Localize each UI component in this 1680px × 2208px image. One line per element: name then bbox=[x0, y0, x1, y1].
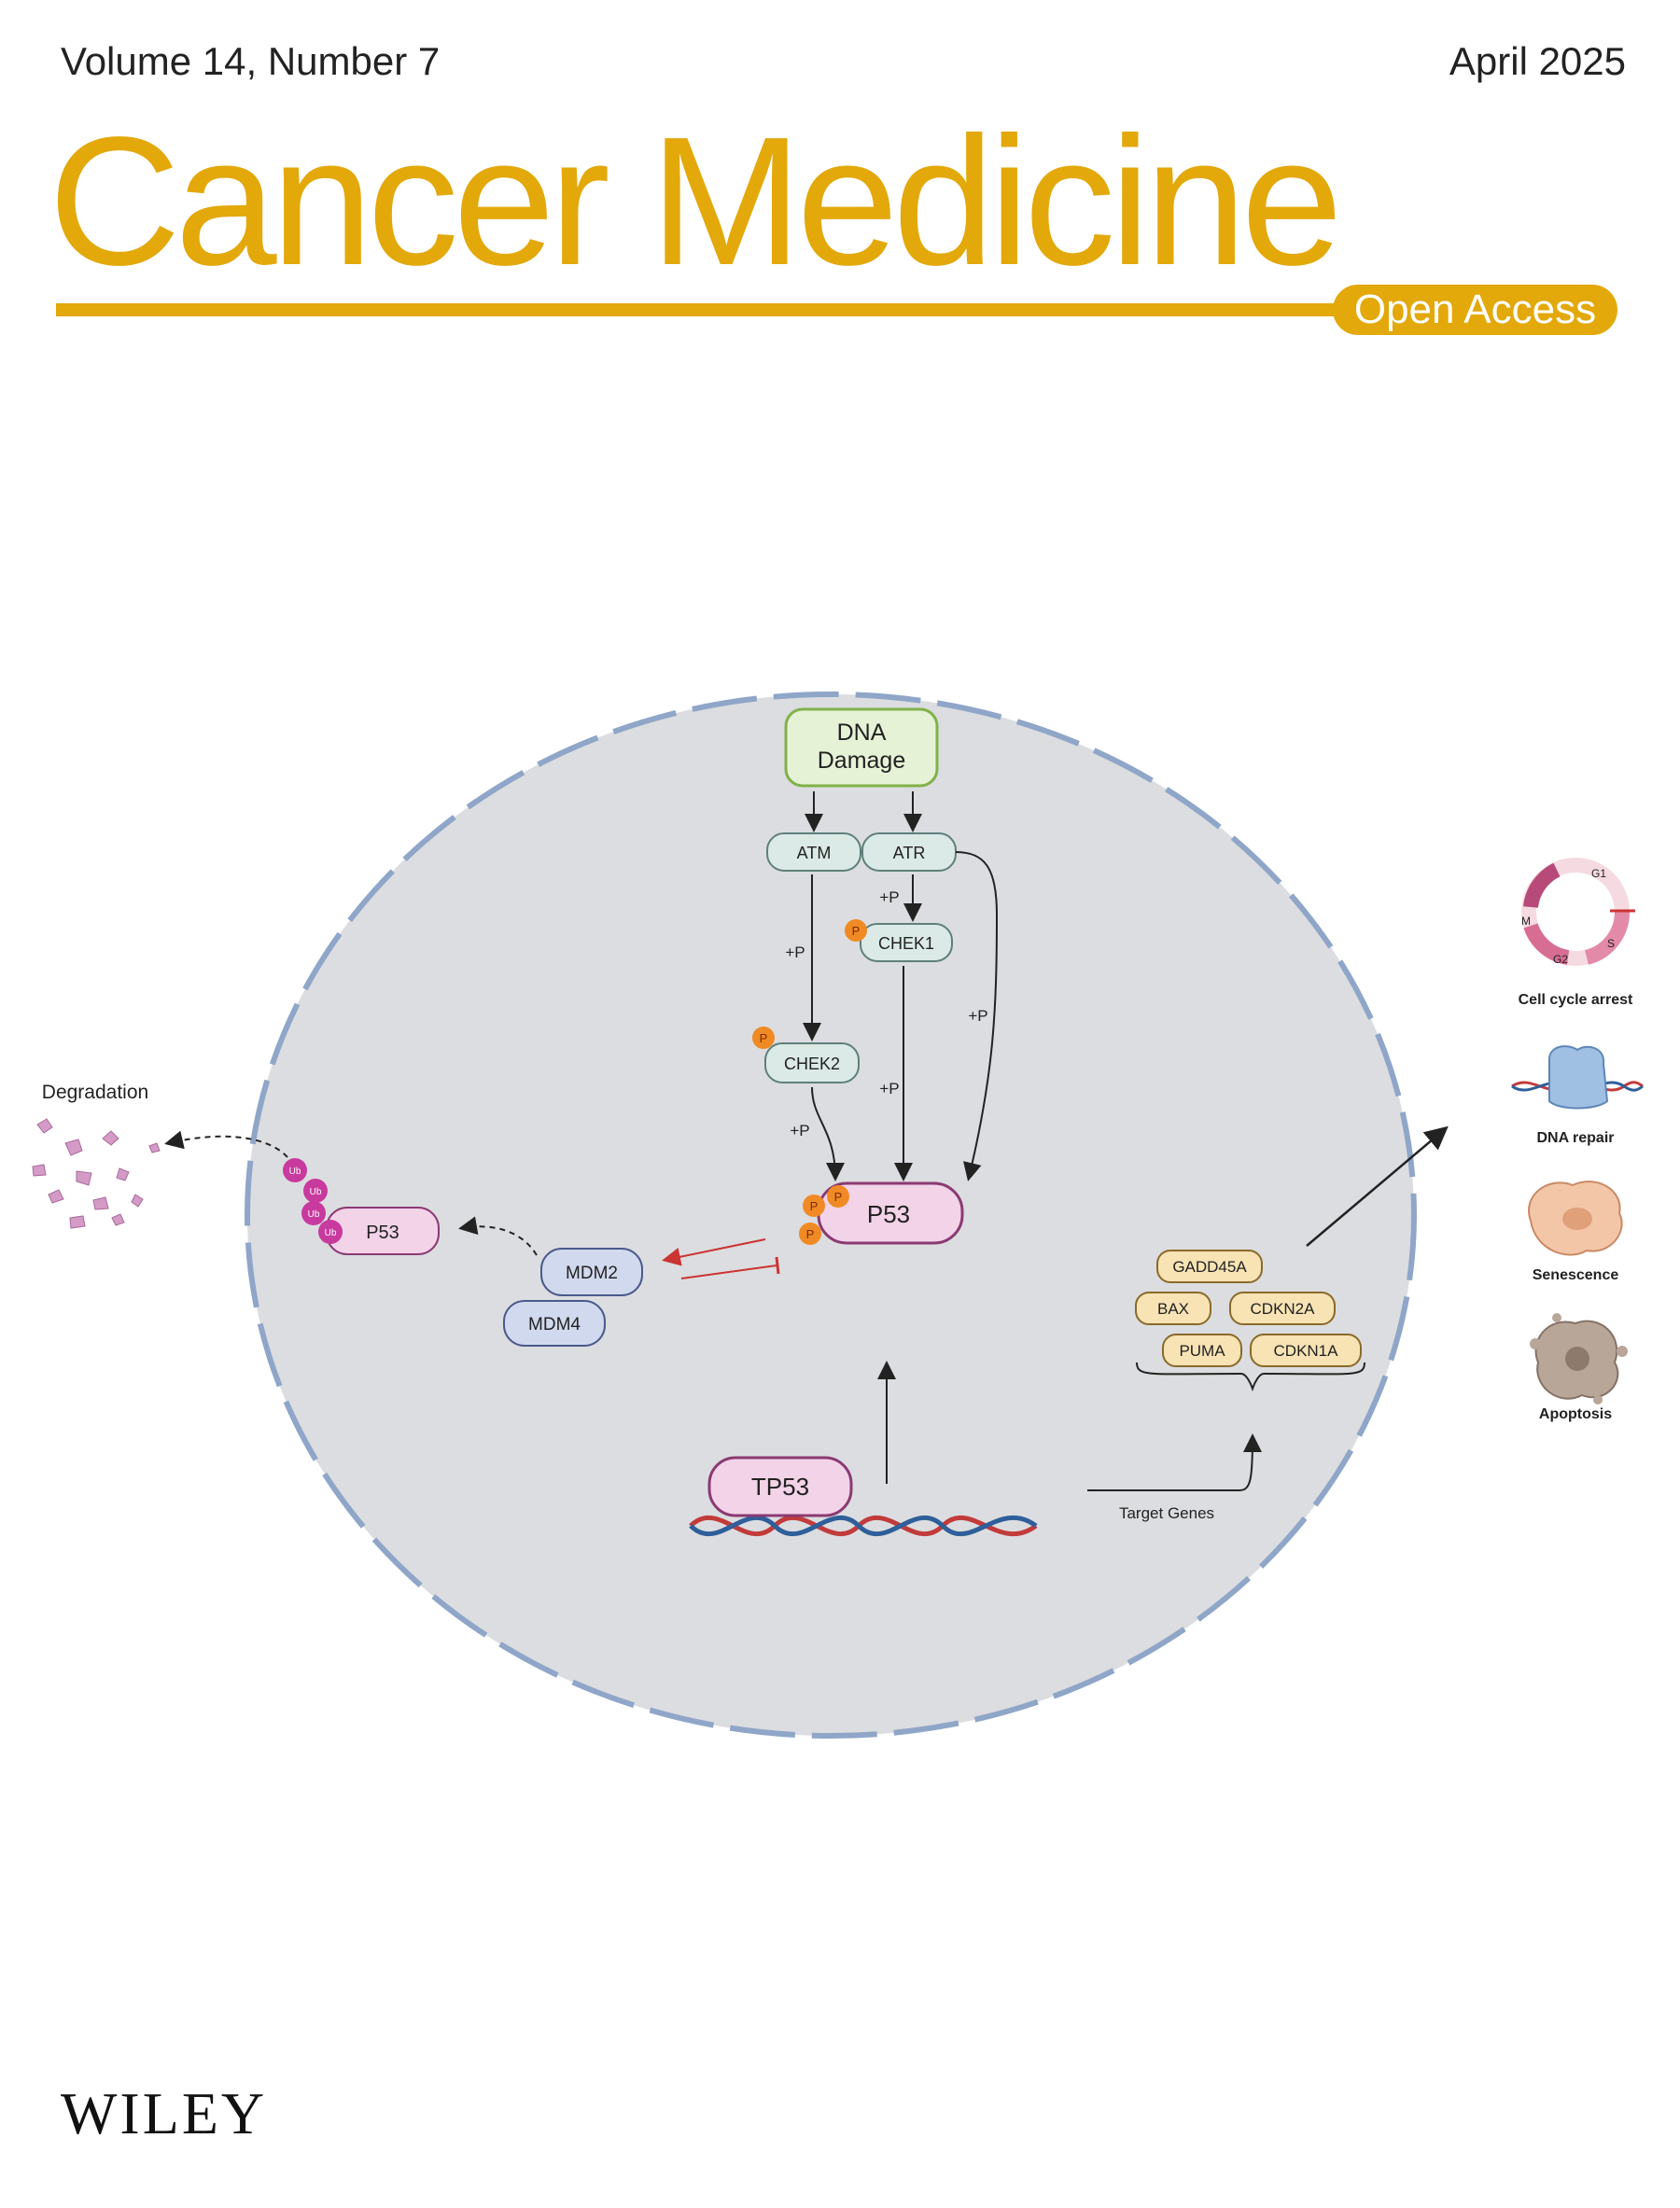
dna-damage-label-line1: DNA bbox=[837, 720, 887, 746]
apoptotic-cell-icon bbox=[1530, 1313, 1628, 1404]
chek1-label: CHEK1 bbox=[878, 934, 934, 953]
phospho-label-chek1-p53: +P bbox=[879, 1080, 899, 1097]
p53-ubiquitinated-label: P53 bbox=[366, 1223, 399, 1243]
atr-label: ATR bbox=[893, 844, 926, 862]
ubiquitin-2: Ub bbox=[310, 1187, 322, 1197]
phospho-marker-p53-2-text: P bbox=[834, 1190, 843, 1204]
phospho-label-atr-chek1: +P bbox=[879, 888, 899, 906]
target-genes-label: Target Genes bbox=[1119, 1504, 1214, 1522]
phase-g1: G1 bbox=[1591, 867, 1606, 880]
cell-cycle-icon: G1 S G2 M bbox=[1521, 865, 1635, 966]
atm-label: ATM bbox=[797, 844, 832, 862]
degradation-fragments-icon bbox=[33, 1119, 160, 1228]
outcome-cell-cycle-arrest: Cell cycle arrest bbox=[1519, 992, 1633, 1008]
gene-bax-label: BAX bbox=[1157, 1300, 1189, 1318]
dna-repair-icon bbox=[1512, 1046, 1643, 1108]
phase-g2: G2 bbox=[1553, 953, 1568, 966]
cover-figure: DNA Damage ATM ATR +P CHEK1 P +P CHEK2 P… bbox=[0, 635, 1680, 1810]
title-rule bbox=[56, 303, 1335, 316]
issue-date: April 2025 bbox=[1449, 39, 1626, 84]
phospho-marker-p53-3-text: P bbox=[806, 1227, 815, 1241]
phospho-marker-p53-1-text: P bbox=[810, 1199, 819, 1213]
gene-puma-label: PUMA bbox=[1179, 1342, 1225, 1360]
phospho-label-chek2-p53: +P bbox=[790, 1122, 809, 1139]
gene-cdkn1a-label: CDKN1A bbox=[1274, 1342, 1339, 1360]
outcome-dna-repair: DNA repair bbox=[1537, 1130, 1615, 1146]
phase-s: S bbox=[1607, 937, 1615, 950]
outcome-senescence: Senescence bbox=[1533, 1267, 1619, 1283]
phospho-label-atr-p53: +P bbox=[968, 1007, 987, 1025]
inhibit-bar bbox=[777, 1257, 778, 1274]
p53-pathway-diagram: DNA Damage ATM ATR +P CHEK1 P +P CHEK2 P… bbox=[0, 635, 1680, 1810]
journal-title: Cancer Medicine bbox=[49, 110, 1337, 293]
mdm2-label: MDM2 bbox=[566, 1264, 618, 1283]
chek2-label: CHEK2 bbox=[784, 1055, 840, 1073]
ubiquitin-4: Ub bbox=[325, 1228, 337, 1238]
tp53-gene-label: TP53 bbox=[751, 1473, 809, 1501]
open-access-badge: Open Access bbox=[1333, 285, 1617, 335]
ubiquitin-1: Ub bbox=[289, 1167, 301, 1177]
mdm4-label: MDM4 bbox=[528, 1315, 581, 1335]
outcome-apoptosis: Apoptosis bbox=[1539, 1406, 1612, 1422]
gene-cdkn2a-label: CDKN2A bbox=[1251, 1300, 1316, 1318]
senescent-cell-icon bbox=[1529, 1181, 1622, 1254]
phase-m: M bbox=[1521, 915, 1531, 928]
phospho-marker-chek2-text: P bbox=[760, 1031, 768, 1045]
volume-number: Volume 14, Number 7 bbox=[61, 39, 440, 84]
phospho-label-atm-chek2: +P bbox=[785, 943, 805, 961]
publisher-logo: WILEY bbox=[61, 2079, 267, 2148]
gene-gadd45a-label: GADD45A bbox=[1172, 1258, 1247, 1276]
degradation-label: Degradation bbox=[42, 1082, 148, 1103]
p53-active-label: P53 bbox=[867, 1200, 910, 1228]
ubiquitin-3: Ub bbox=[308, 1209, 320, 1220]
phospho-marker-chek1-text: P bbox=[852, 924, 861, 938]
dna-damage-label-line2: Damage bbox=[818, 748, 906, 774]
